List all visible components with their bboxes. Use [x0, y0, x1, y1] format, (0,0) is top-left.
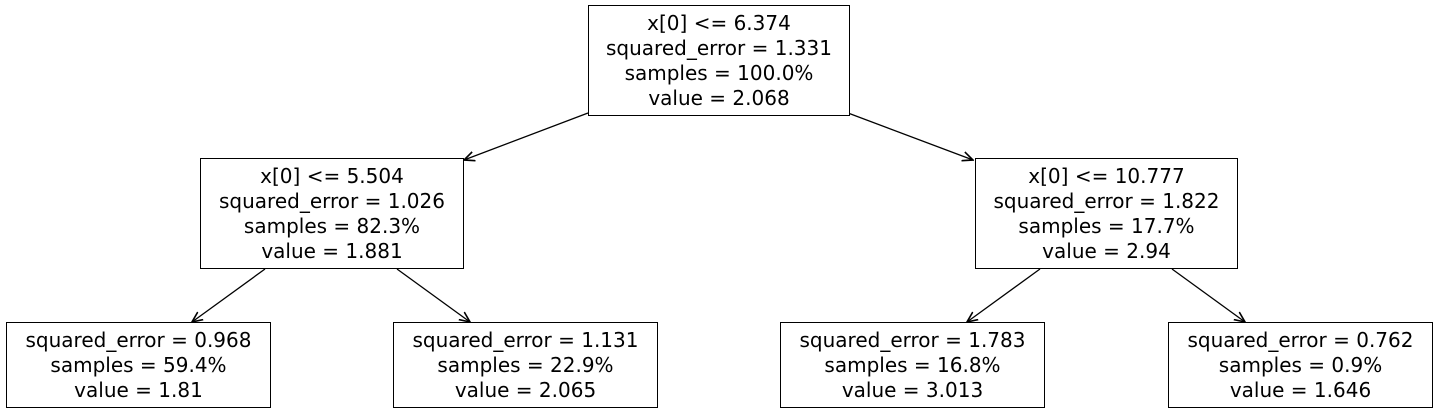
node-value: value = 2.065: [454, 377, 597, 402]
edge-root-to-left: [464, 112, 589, 160]
node-value: value = 1.881: [261, 238, 403, 263]
node-samples: samples = 17.7%: [1018, 213, 1195, 238]
node-samples: samples = 0.9%: [1218, 352, 1383, 377]
tree-leaf-left-right: squared_error = 1.131 samples = 22.9% va…: [393, 322, 658, 408]
node-value: value = 3.013: [841, 377, 984, 402]
edge-right-to-right-right: [1171, 268, 1245, 322]
node-samples: samples = 82.3%: [243, 213, 421, 238]
node-squared-error: squared_error = 1.131: [412, 327, 639, 352]
tree-node-right: x[0] <= 10.777 squared_error = 1.822 sam…: [975, 158, 1238, 269]
node-squared-error: squared_error = 1.026: [219, 188, 445, 213]
node-samples: samples = 100.0%: [624, 60, 814, 85]
tree-node-left: x[0] <= 5.504 squared_error = 1.026 samp…: [200, 158, 464, 269]
node-squared-error: squared_error = 0.762: [1187, 327, 1414, 352]
node-condition: x[0] <= 6.374: [647, 10, 791, 35]
edge-left-to-left-left: [192, 268, 266, 322]
node-value: value = 1.646: [1229, 377, 1372, 402]
node-samples: samples = 22.9%: [437, 352, 614, 377]
node-squared-error: squared_error = 1.783: [799, 327, 1026, 352]
node-condition: x[0] <= 10.777: [1028, 163, 1185, 188]
node-squared-error: squared_error = 1.331: [606, 35, 832, 60]
node-squared-error: squared_error = 1.822: [993, 188, 1220, 213]
tree-leaf-right-right: squared_error = 0.762 samples = 0.9% val…: [1168, 322, 1433, 408]
node-value: value = 2.068: [648, 85, 790, 110]
node-squared-error: squared_error = 0.968: [25, 327, 252, 352]
tree-node-root: x[0] <= 6.374 squared_error = 1.331 samp…: [588, 5, 850, 116]
node-condition: x[0] <= 5.504: [260, 163, 404, 188]
edge-left-to-left-right: [396, 268, 470, 322]
node-samples: samples = 59.4%: [50, 352, 227, 377]
edge-root-to-right: [847, 112, 973, 160]
tree-leaf-right-left: squared_error = 1.783 samples = 16.8% va…: [780, 322, 1045, 408]
node-value: value = 1.81: [74, 377, 203, 402]
edge-right-to-right-left: [967, 268, 1041, 322]
tree-leaf-left-left: squared_error = 0.968 samples = 59.4% va…: [6, 322, 271, 408]
node-samples: samples = 16.8%: [824, 352, 1001, 377]
node-value: value = 2.94: [1042, 238, 1171, 263]
